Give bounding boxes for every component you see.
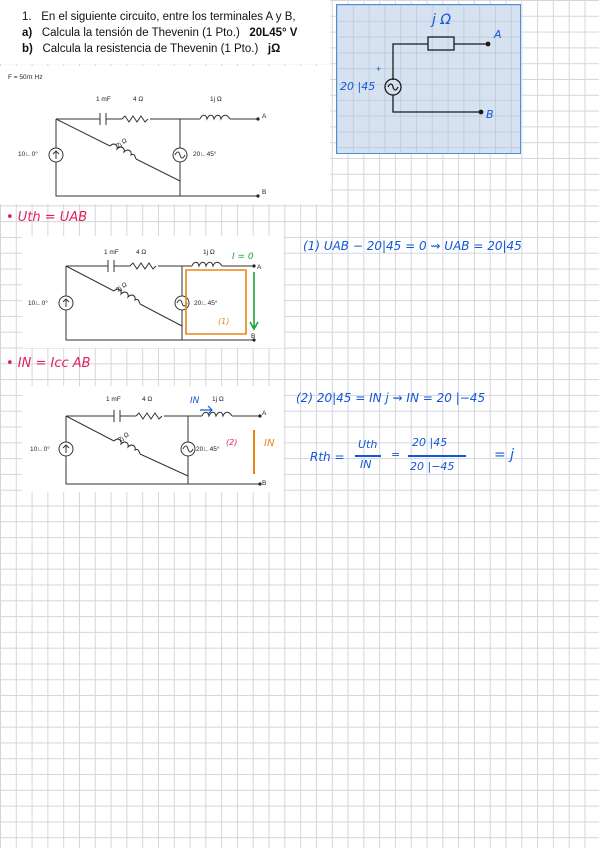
rth-label: Rth = [310,450,345,464]
sketch-terminal-a: A [494,28,502,41]
item-b-label: b) [22,43,33,55]
in-current-label: IN [190,396,200,406]
equation-2: (2) 20|45 = IN j ⇝ IN = 20 |−45 [296,391,486,405]
c2-terminal-a: A [257,264,262,271]
open-circuit-current: I = 0 [232,252,254,262]
question-intro-line: 1. En el siguiente circuito, entre los t… [22,10,296,24]
in-heading: • IN = Icc AB [6,356,91,371]
in-current-label-right: IN [264,438,275,449]
c2-capacitor-label: 1 mF [104,249,119,256]
circuit-1-svg [48,113,260,198]
c1-terminal-b: B [262,189,267,196]
circuit-diagram-1 [0,66,330,204]
c3-terminal-a: A [262,410,267,417]
c3-terminal-b: B [262,480,267,487]
rth-numerator: 20 |45 [412,436,448,449]
loop-mark-2: (2) [226,438,238,447]
equation-1: (1) UAB − 20|45 = 0 ⇝ UAB = 20|45 [303,239,522,253]
rth-result: = j [494,447,515,463]
item-a-text: Calcula la tensión de Thevenin (1 Pto.) [41,27,240,39]
question-item-b: b) Calcula la resistencia de Thevenin (1… [22,42,280,56]
question-item-a: a) Calcula la tensión de Thevenin (1 Pto… [22,26,297,40]
c1-capacitor-label: 1 mF [96,96,111,103]
c1-inductor-top-label: 1j Ω [210,96,222,103]
c1-terminal-a: A [262,113,267,120]
question-number: 1. [22,11,32,23]
c3-capacitor-label: 1 mF [106,396,121,403]
rth-fraction-bar-2 [408,455,466,457]
sketch-plus: + [376,64,382,74]
c2-resistor-label: 4 Ω [136,249,147,256]
c2-source-right-label: 20∟45° [194,300,218,307]
c1-resistor-label: 4 Ω [133,96,144,103]
rth-fraction-in: IN [360,458,372,471]
c2-source-left-label: 10∟0° [28,300,48,307]
circuit-2-svg [58,260,259,342]
frequency-label: F = 50/π Hz [8,74,43,81]
item-a-label: a) [22,27,33,39]
c1-source-left-label: 10∟0° [18,151,38,158]
item-b-answer: jΩ [267,43,281,55]
c2-terminal-b: B [251,333,256,340]
c3-source-right-label: 20∟45° [196,446,220,453]
rth-fraction-vth: Uth [358,438,378,451]
c3-source-left-label: 10∟0° [30,446,50,453]
item-a-answer: 20L45° V [249,27,298,39]
sketch-source: 20 |45 [340,80,376,93]
loop-mark-1: (1) [218,317,230,326]
thevenin-sketch [336,4,521,154]
vth-heading: • Uth = UAB [6,210,88,225]
c3-resistor-label: 4 Ω [142,396,153,403]
c2-inductor-top-label: 1j Ω [203,249,215,256]
rth-denominator: 20 |−45 [410,460,455,473]
thevenin-sketch-svg [384,36,491,115]
item-b-text: Calcula la resistencia de Thevenin (1 Pt… [42,43,259,55]
question-block [0,0,330,64]
sketch-impedance: j Ω [432,12,452,28]
question-intro: En el siguiente circuito, entre los term… [41,11,296,23]
sketch-terminal-b: B [486,108,494,121]
c3-inductor-top-label: 1j Ω [212,396,224,403]
circuit-3-svg [58,405,262,486]
rth-equals: = [391,448,401,461]
c1-source-right-label: 20∟45° [193,151,217,158]
rth-fraction-bar-1 [355,455,381,457]
